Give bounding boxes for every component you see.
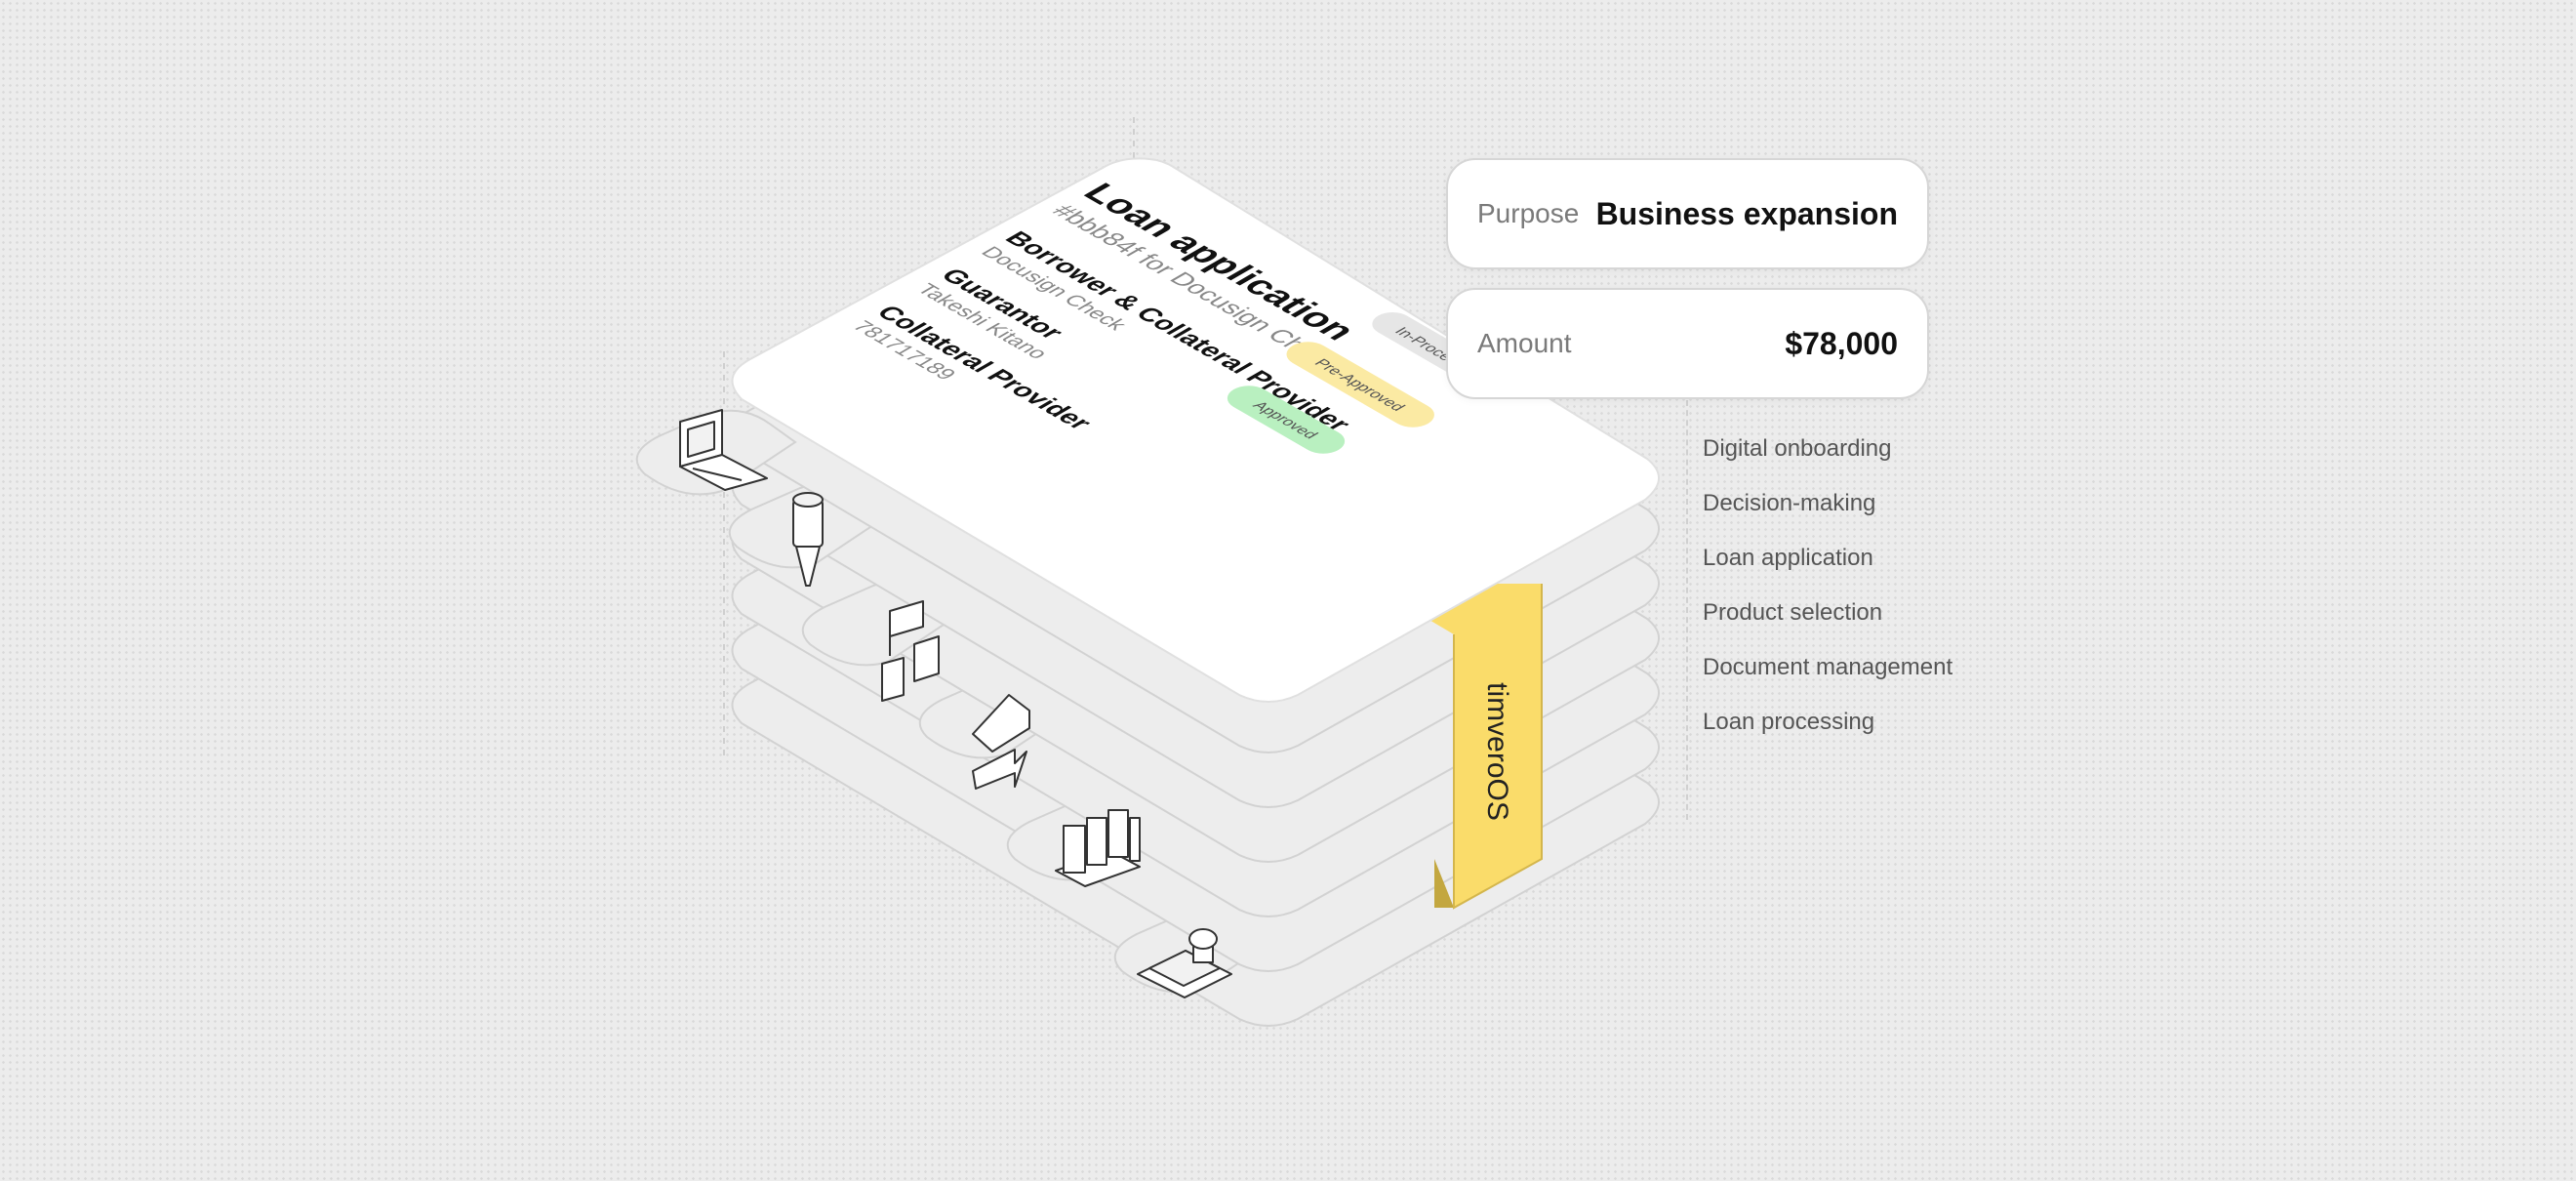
amount-value: $78,000 xyxy=(1785,325,1898,361)
laptop-icon xyxy=(679,409,768,491)
spine-label: timveroOS xyxy=(1481,682,1513,821)
layer-item: Loan processing xyxy=(1703,709,1875,735)
timvero-spine: timveroOS xyxy=(1428,584,1543,910)
documents-icon xyxy=(881,600,940,702)
pen-icon xyxy=(792,492,824,587)
purpose-label: Purpose xyxy=(1477,198,1580,228)
layer-item: Loan application xyxy=(1703,545,1873,571)
layer-list: Digital onboarding Decision-making Loan … xyxy=(1703,429,1952,757)
stamp-icon xyxy=(1137,928,1232,998)
binders-icon xyxy=(1055,809,1141,887)
status-pill-approved: Approved xyxy=(1227,386,1346,454)
purpose-card: Purpose Business expansion xyxy=(1446,158,1929,269)
purpose-value: Business expansion xyxy=(1595,195,1898,231)
amount-label: Amount xyxy=(1477,328,1572,358)
list-guide-line xyxy=(1686,400,1688,820)
layer-item: Digital onboarding xyxy=(1703,435,1892,462)
layer-item: Document management xyxy=(1703,654,1953,680)
amount-card: Amount $78,000 xyxy=(1446,288,1929,399)
layer-item: Decision-making xyxy=(1703,490,1876,516)
arrows-icon xyxy=(972,694,1030,790)
layer-item: Product selection xyxy=(1703,599,1883,626)
